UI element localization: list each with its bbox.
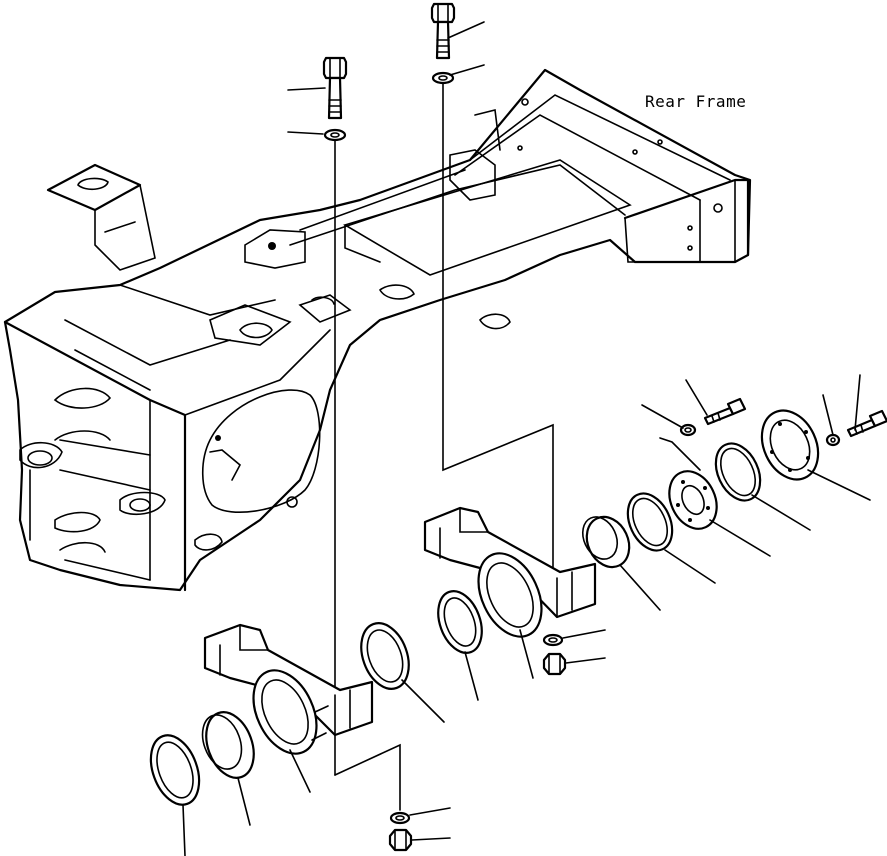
washer-left-bottom (389, 811, 411, 825)
cover (760, 409, 820, 481)
bolt-cover-right (846, 409, 887, 438)
rear-frame (3, 68, 752, 592)
assembly-lines (334, 83, 554, 811)
bolt-left (322, 56, 348, 120)
washer-cover-right (825, 433, 841, 447)
seal-ring-outer-right (714, 442, 762, 502)
washer-right-top (431, 71, 455, 85)
leader-lines (182, 21, 871, 856)
bolt-right (430, 2, 456, 60)
bushing-right (581, 515, 631, 569)
bolt-cover-left (703, 397, 747, 426)
seal-ring-center-right (437, 590, 483, 654)
support-left (203, 623, 374, 755)
support-right (423, 506, 597, 638)
seal-ring-center-left (360, 622, 410, 690)
washer-right-bottom (542, 633, 564, 647)
nut-left-bottom (388, 828, 413, 852)
rear-frame-label: Rear Frame (645, 92, 747, 111)
plate (668, 470, 718, 530)
seal-ring-right (626, 492, 674, 552)
washer-cover-left (679, 423, 697, 437)
washer-left-top (323, 128, 347, 142)
bushing-left (201, 711, 255, 779)
seal-ring-left-outer (149, 734, 201, 806)
nut-right-bottom (542, 652, 567, 676)
